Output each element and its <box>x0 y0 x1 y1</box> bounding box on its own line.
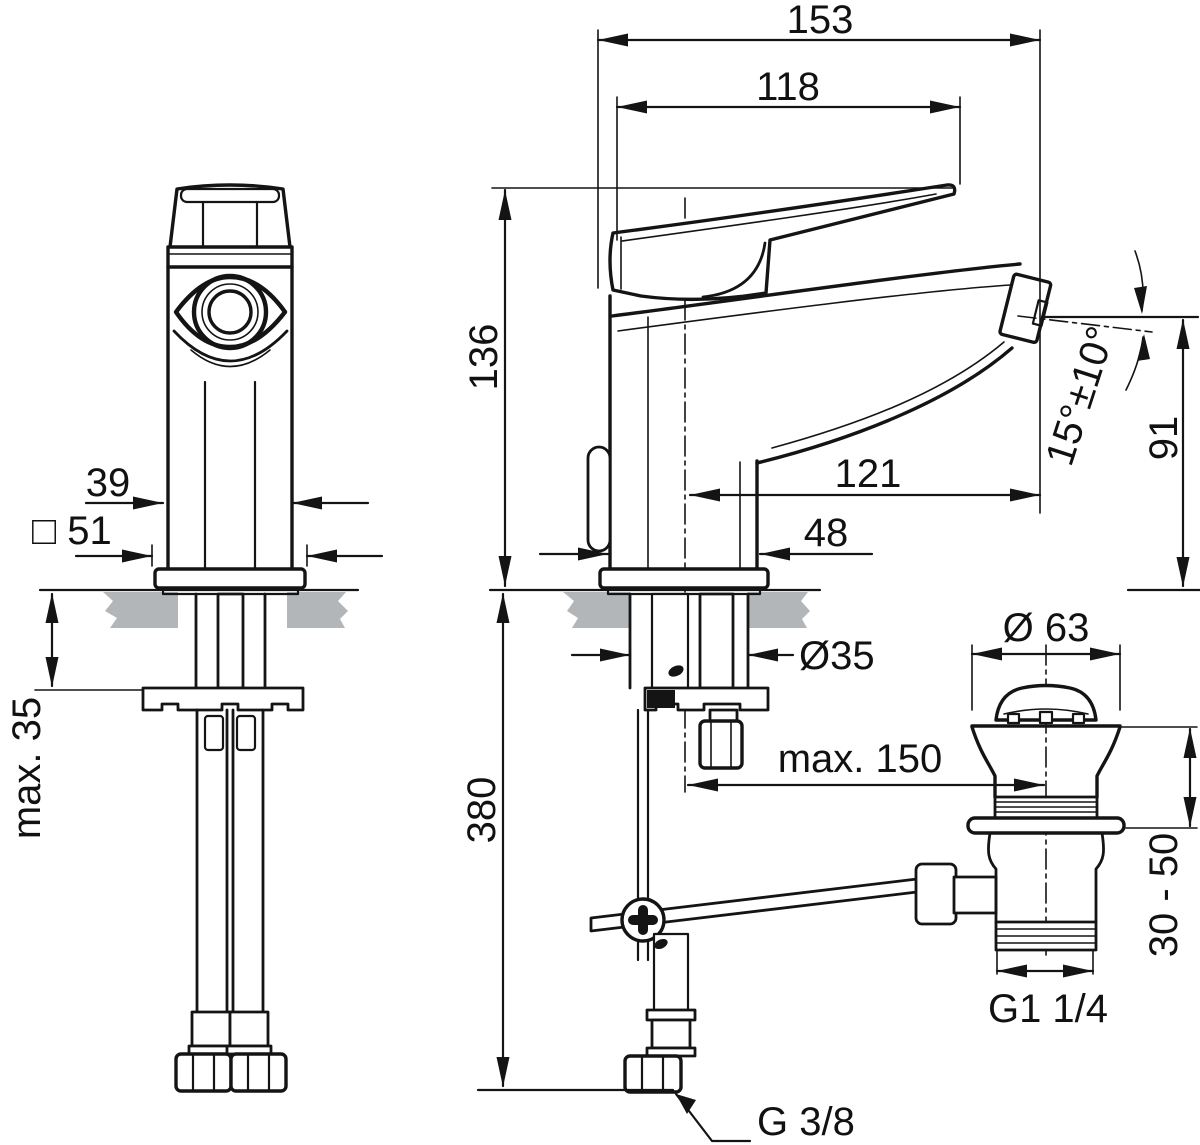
escutcheon-side <box>598 567 770 590</box>
hose-nut-front-left <box>174 1052 233 1093</box>
aerator-icon <box>207 289 253 335</box>
dim-label-angle: 15°±10° <box>1038 321 1124 471</box>
dim-label-dia63: Ø 63 <box>1003 606 1090 650</box>
spout-top-edge <box>610 262 1022 318</box>
dim-136 <box>491 187 956 588</box>
front-view <box>141 183 307 1093</box>
dim-max150 <box>686 778 1046 792</box>
handle-lever <box>608 183 957 302</box>
dim-label-48: 48 <box>804 511 849 555</box>
dim-label-30-50: 30 - 50 <box>1142 833 1186 958</box>
dim-30-50 <box>1121 726 1198 829</box>
drain-flange <box>966 816 1126 835</box>
hose-nut-side <box>623 1054 683 1094</box>
dim-121 <box>688 488 1042 502</box>
phillips-screw-icon <box>628 905 658 935</box>
dim-label-121: 121 <box>835 452 902 496</box>
popup-waste-assembly <box>966 644 1126 956</box>
deck-left-patch <box>103 592 178 628</box>
spout-outlet <box>998 272 1053 345</box>
dim-label-136: 136 <box>462 324 506 391</box>
hose-nut-front-right <box>229 1052 288 1093</box>
dim-380 <box>476 592 675 1092</box>
dim-label-g114: G1 1/4 <box>988 987 1108 1031</box>
dim-dia63 <box>970 644 1122 711</box>
dim-91 <box>1176 318 1190 588</box>
dim-label-39: 39 <box>86 461 131 505</box>
dim-label-153: 153 <box>787 0 854 42</box>
mounting-washer-front <box>141 686 305 712</box>
escutcheon-front <box>153 567 307 590</box>
dim-g114 <box>995 950 1095 978</box>
dim-label-square-51: □ 51 <box>32 509 112 553</box>
side-view <box>586 183 1053 1094</box>
mounting-bracket-side <box>643 686 770 712</box>
dim-max35 <box>34 592 144 691</box>
dim-label-g38: G 3/8 <box>757 1100 855 1144</box>
dim-39 <box>84 496 370 510</box>
dim-48 <box>538 547 874 561</box>
hose-hex-adapter <box>698 719 744 770</box>
dim-label-118: 118 <box>756 65 820 109</box>
dim-label-max35: max. 35 <box>5 697 49 839</box>
dim-153 <box>596 29 1042 514</box>
deck-mid-patch2 <box>748 592 810 628</box>
deck-left-patch2 <box>287 592 348 628</box>
leader-g38 <box>674 1092 752 1143</box>
dim-label-380: 380 <box>460 777 504 844</box>
dim-dia35 <box>570 648 795 662</box>
dim-118 <box>615 96 962 241</box>
dim-angle <box>1017 250 1200 391</box>
dim-label-max150: max. 150 <box>778 737 943 781</box>
deck-mid-patch <box>563 592 630 628</box>
supply-hoses-front <box>195 708 265 1014</box>
dim-label-dia35: Ø35 <box>799 634 875 678</box>
counter-deck <box>38 588 1200 628</box>
dim-51 <box>74 544 384 567</box>
dim-label-91: 91 <box>1142 416 1186 461</box>
